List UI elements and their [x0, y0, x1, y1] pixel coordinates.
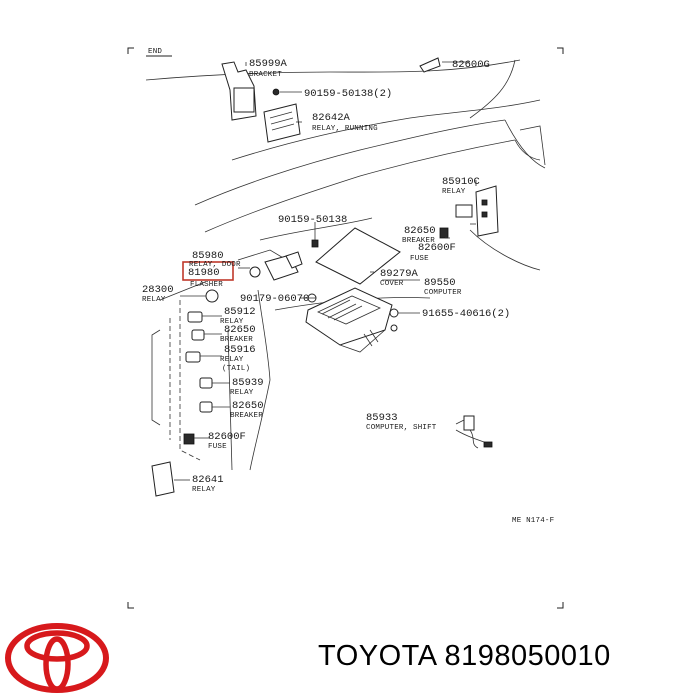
diagram-frame-marks: [127, 47, 564, 609]
part-computer-89550: [305, 287, 393, 353]
brand-name: TOYOTA: [318, 640, 436, 672]
part-bolt: [272, 88, 280, 96]
callout-c24-name: RELAY: [192, 486, 216, 494]
callout-c20-name: RELAY: [230, 389, 254, 397]
callout-c18-number: 85916: [224, 344, 256, 356]
brand-part-line: TOYOTA 8198050010: [318, 640, 694, 684]
callout-labels: END 85999A BRACKET 90159-50138(2) 82600G…: [142, 48, 554, 525]
callout-c21-name: BREAKER: [230, 412, 263, 420]
toyota-logo-icon: [5, 623, 109, 693]
callout-c09-number: 85980: [192, 250, 224, 262]
callout-c18-name: RELAY: [220, 356, 244, 364]
callout-c15-number: 91655-40616(2): [422, 308, 510, 320]
part-cover-89279a: [315, 227, 401, 285]
part-relay-stack: [183, 311, 213, 445]
callout-c11-name: COVER: [380, 280, 404, 288]
part-bolt-91655: [389, 308, 399, 332]
callout-c16-name: RELAY: [220, 318, 244, 326]
callout-c10-number: 81980: [188, 267, 220, 279]
part-relay-28300: [205, 289, 219, 303]
callout-c08-number: 82600F: [418, 242, 456, 254]
callout-c19-number: (TAIL): [222, 365, 250, 373]
callout-c12-name: COMPUTER: [424, 289, 462, 297]
callout-c07-number: 82650: [404, 225, 436, 237]
callout-c04-number: 82642A: [312, 112, 351, 124]
callout-c12-number: 89550: [424, 277, 456, 289]
callout-c17-number: 82650: [224, 324, 256, 336]
callout-c05-name: RELAY: [442, 188, 466, 196]
callout-c06-number: 90159-50138: [278, 214, 347, 226]
dashboard-outline: [145, 59, 546, 471]
callout-c02-number: 90159-50138(2): [304, 88, 392, 100]
callout-c22-number: 85933: [366, 412, 398, 424]
part-relay-door-85980: [249, 251, 303, 281]
callout-c17-name: BREAKER: [220, 336, 253, 344]
callout-c05-number: 85910C: [442, 176, 480, 188]
part-breaker-82650-upper: [439, 227, 449, 239]
callout-c16-number: 85912: [224, 306, 256, 318]
part-fuse-82600g: [419, 57, 470, 73]
part-bolt-90159: [311, 239, 319, 248]
leader-lines: [174, 62, 477, 481]
callout-c13-number: 28300: [142, 284, 174, 296]
part-relay-running-82642a: [263, 103, 301, 143]
part-relay-82641: [151, 461, 175, 497]
highlight-box-81980: [182, 261, 234, 281]
callout-c21-number: 82650: [232, 400, 264, 412]
callout-c04-name: RELAY, RUNNING: [312, 125, 378, 133]
part-relay-85910c: [455, 185, 499, 237]
figure-code: ME N174-F: [512, 517, 554, 525]
callout-c09-name: RELAY, DOOR: [189, 261, 241, 269]
callout-c01-name: BRACKET: [249, 71, 282, 79]
part-bracket-85999a: [221, 61, 257, 121]
callout-c14-number: 90179-06070: [240, 293, 309, 305]
part-number: 8198050010: [444, 640, 611, 672]
callout-c08-name: FUSE: [410, 255, 429, 263]
callout-c23-name: FUSE: [208, 443, 227, 451]
callout-c10-name: FLASHER: [190, 281, 223, 289]
callout-c01-number: 85999A: [249, 58, 288, 70]
part-computer-shift-85933: [455, 415, 493, 449]
callout-c11-number: 89279A: [380, 268, 419, 280]
callout-c22-name: COMPUTER, SHIFT: [366, 424, 437, 432]
callout-c23-number: 82600F: [208, 431, 246, 443]
callout-c13-name: RELAY: [142, 296, 166, 304]
callout-c24-number: 82641: [192, 474, 224, 486]
callout-c03-number: 82600G: [452, 59, 490, 71]
callout-c20-number: 85939: [232, 377, 264, 389]
callout-c07-name: BREAKER: [402, 237, 435, 245]
corner-label: END: [148, 48, 162, 56]
